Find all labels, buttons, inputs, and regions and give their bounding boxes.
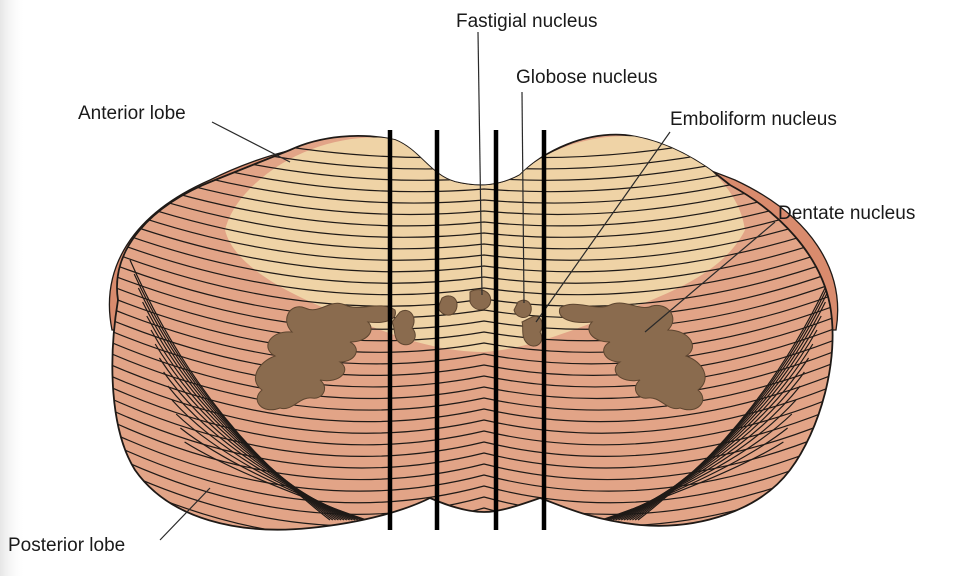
fastigial-nucleus [469,289,492,311]
pointer-globose [521,91,525,304]
folium-line [112,331,833,411]
section-lines [387,130,547,530]
folium-line [112,134,833,193]
folium-line [112,309,833,388]
folium-line [184,441,367,521]
cerebellar-nuclei [254,289,706,411]
folium-line [112,221,833,296]
pointer-emboliform [535,131,671,323]
label-emboliform-nucleus: Emboliform nucleus [670,109,837,130]
label-dentate-nucleus: Dentate nucleus [778,203,916,224]
emboliform-nucleus-left [391,310,416,346]
folium-line [112,364,833,446]
folium-line [112,243,833,319]
folium-line [112,353,833,434]
pointer-lines [159,31,776,541]
folium-line [112,265,833,342]
folium-line [112,166,833,238]
folium-line [112,419,833,504]
folium-line [112,298,833,376]
pointer-fastigial [477,31,483,296]
label-posterior-lobe: Posterior lobe [8,535,126,556]
pointer-posterior [159,487,211,541]
folium-line [112,254,833,330]
folium-line [112,199,833,273]
pointer-anterior [211,121,291,163]
folium-line [112,430,833,515]
label-fastigial-nucleus: Fastigial nucleus [456,11,598,32]
folium-line [112,375,833,457]
emboliform-nucleus-right [521,316,543,347]
dentate-nucleus-right [559,302,706,411]
folium-line [112,287,833,365]
folium-line [112,408,833,492]
pointer-dentate [644,221,776,333]
folium-line [112,276,833,353]
folium-line [112,320,833,400]
globose-nucleus-right [513,299,532,318]
label-globose-nucleus: Globose nucleus [516,67,658,88]
globose-nucleus-left [437,295,458,316]
label-anterior-lobe: Anterior lobe [78,103,186,124]
folium-line [112,188,833,261]
edge-shade [0,0,26,576]
dentate-nucleus-left [254,302,396,411]
folium-line [112,342,833,423]
folium-line [601,441,784,521]
folium-line [112,397,833,481]
folium-line [112,210,833,284]
folium-line [112,177,833,250]
